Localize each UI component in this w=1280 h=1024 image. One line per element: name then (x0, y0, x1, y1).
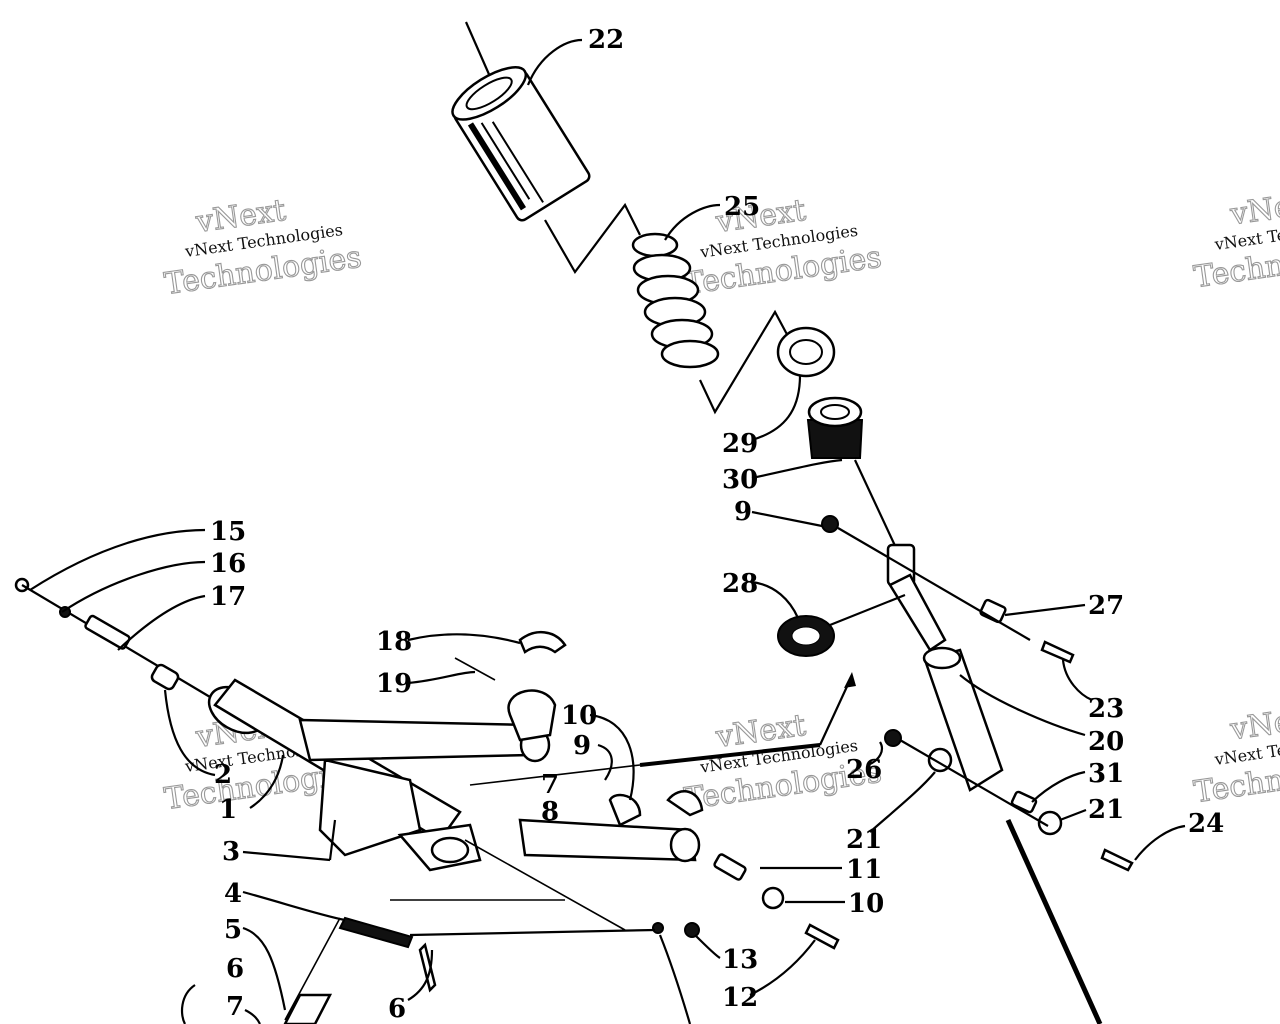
callout-25: 25 (724, 192, 760, 222)
clip-part (518, 631, 567, 654)
callout-15: 15 (210, 517, 246, 547)
watermark: vNext vNext Technologies Technologies (682, 192, 885, 302)
nut-part (821, 515, 839, 533)
callout-21: 21 (1088, 795, 1124, 825)
callout-4: 4 (224, 879, 242, 909)
callout-27: 27 (1088, 591, 1124, 621)
washer-part (777, 615, 835, 657)
callout-12: 12 (722, 983, 758, 1013)
break-line (699, 309, 791, 415)
callout-11: 11 (846, 855, 882, 885)
callout-17: 17 (210, 582, 246, 612)
callout-13: 13 (722, 945, 758, 975)
callout-20: 20 (1088, 727, 1124, 757)
shock-cover-part (451, 66, 591, 222)
arrow-head (844, 672, 856, 688)
bracket-part (283, 993, 333, 1024)
bolt-part (1040, 640, 1075, 664)
bracket-part (338, 916, 414, 949)
tube-part (84, 614, 131, 650)
callout-10: 10 (848, 889, 884, 919)
axis-line (464, 839, 626, 931)
pivot-shaft-part (207, 678, 557, 872)
bushing-part (806, 396, 864, 459)
callout-23: 23 (1088, 694, 1124, 724)
callout-30: 30 (722, 465, 758, 495)
bushing-small-part (1037, 810, 1063, 836)
callout-28: 28 (722, 569, 758, 599)
spacer-part (979, 598, 1007, 624)
callout-8: 8 (541, 797, 559, 827)
leader-lines (29, 38, 1186, 1024)
shock-cover-shade (467, 122, 527, 211)
callout-5: 5 (224, 915, 242, 945)
callout-16: 16 (210, 549, 246, 579)
callout-7: 7 (226, 992, 244, 1022)
shock-cover-bore (465, 76, 513, 111)
trailing-arm-part (518, 790, 704, 863)
shock-cover-hatch (480, 121, 544, 203)
callout-31: 31 (1088, 759, 1124, 789)
watermark-brand: vNext (1227, 700, 1280, 747)
callout-29: 29 (722, 429, 758, 459)
mounting-rod (1005, 818, 1103, 1024)
callout-9: 9 (573, 731, 591, 761)
nut-part (652, 922, 664, 934)
callout-labels: 22 25 29 30 9 28 27 23 20 31 21 24 15 16… (210, 25, 1224, 1024)
watermark: vNext vNext Technologies Technologies (162, 192, 365, 302)
callout-19: 19 (376, 669, 412, 699)
bolt-part (1100, 848, 1134, 872)
callout-21: 21 (846, 825, 882, 855)
callout-22: 22 (588, 25, 624, 55)
tube-part (713, 853, 747, 881)
callout-6: 6 (388, 994, 406, 1024)
callout-24: 24 (1188, 809, 1224, 839)
callout-2: 2 (214, 760, 232, 790)
callout-1: 1 (219, 795, 237, 825)
nut-part (684, 922, 700, 938)
spring-part (631, 232, 720, 369)
axis-line (284, 917, 341, 1021)
callout-7: 7 (541, 770, 559, 800)
callout-10: 10 (561, 701, 597, 731)
watermark-brand: vNext (1227, 185, 1280, 232)
spacer-part (1010, 790, 1038, 814)
bolt-part (804, 923, 840, 950)
callout-3: 3 (222, 837, 240, 867)
bolt-part (418, 942, 437, 993)
pin-part (454, 657, 496, 681)
nut-part (884, 729, 902, 747)
axis-line (639, 743, 821, 767)
watermark: vNext vNext Technologies Technologies (1191, 700, 1280, 811)
axis-line (409, 928, 656, 937)
bushing-part (150, 663, 180, 691)
callout-9: 9 (734, 497, 752, 527)
bushing-small-part (761, 886, 785, 910)
callout-18: 18 (376, 627, 412, 657)
direction-arrow (819, 679, 851, 746)
seal-part (776, 326, 836, 378)
watermark: vNext vNext Technologies Technologies (1191, 185, 1280, 296)
shock-rod (854, 459, 898, 551)
break-line (544, 202, 641, 274)
callout-6: 6 (226, 954, 244, 984)
callout-26: 26 (846, 755, 882, 785)
